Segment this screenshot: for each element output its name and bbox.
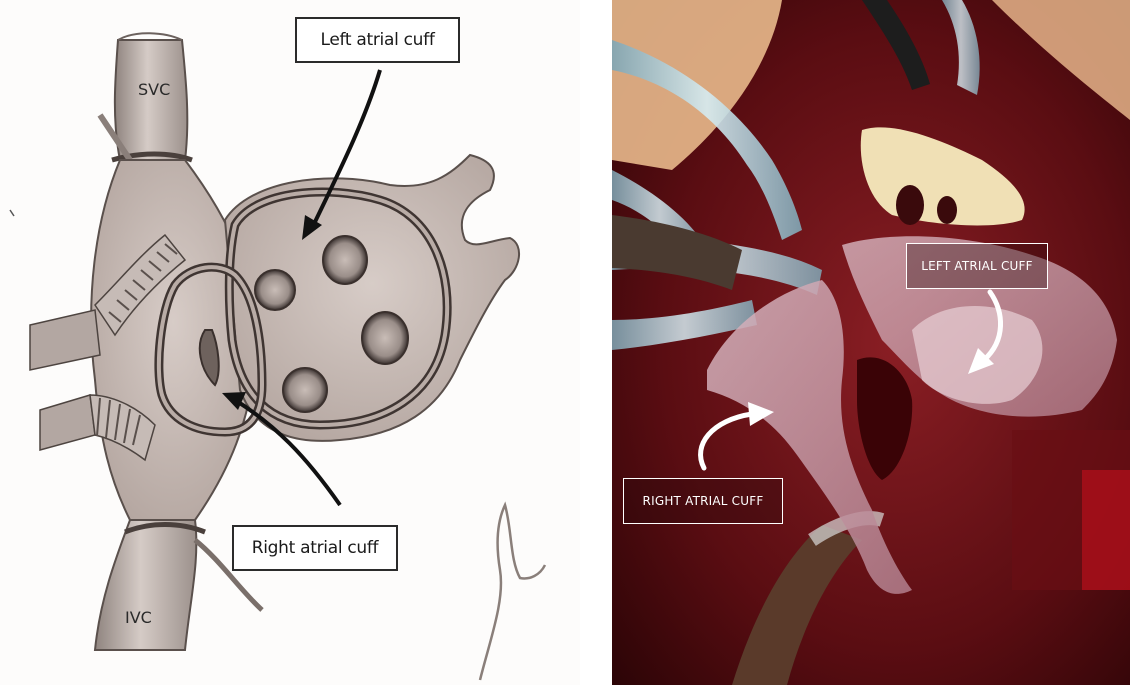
photo-right-atrial-cuff-label: RIGHT ATRIAL CUFF xyxy=(623,478,783,524)
pulmonary-vein-orifice xyxy=(255,270,295,310)
ivc-vessel xyxy=(95,520,196,650)
left-atrial-cuff-callout: Left atrial cuff xyxy=(295,17,460,63)
right-atrial-cuff-callout: Right atrial cuff xyxy=(232,525,398,571)
surgical-photo-panel: LEFT ATRIAL CUFF RIGHT ATRIAL CUFF xyxy=(612,0,1130,685)
illustration-panel: SVC IVC Left atrial cuff Right atrial cu… xyxy=(0,0,580,685)
ivc-label: IVC xyxy=(125,608,152,627)
pulmonary-vein-orifice xyxy=(362,312,408,364)
surgical-photo xyxy=(612,0,1130,685)
photo-left-atrial-cuff-label: LEFT ATRIAL CUFF xyxy=(906,243,1048,289)
svc-vessel xyxy=(115,40,187,160)
pulmonary-vein-orifice xyxy=(323,236,367,284)
pulmonary-vein-orifice xyxy=(283,368,327,412)
svc-label: SVC xyxy=(138,80,170,99)
atrial-cuff-illustration xyxy=(0,0,580,685)
